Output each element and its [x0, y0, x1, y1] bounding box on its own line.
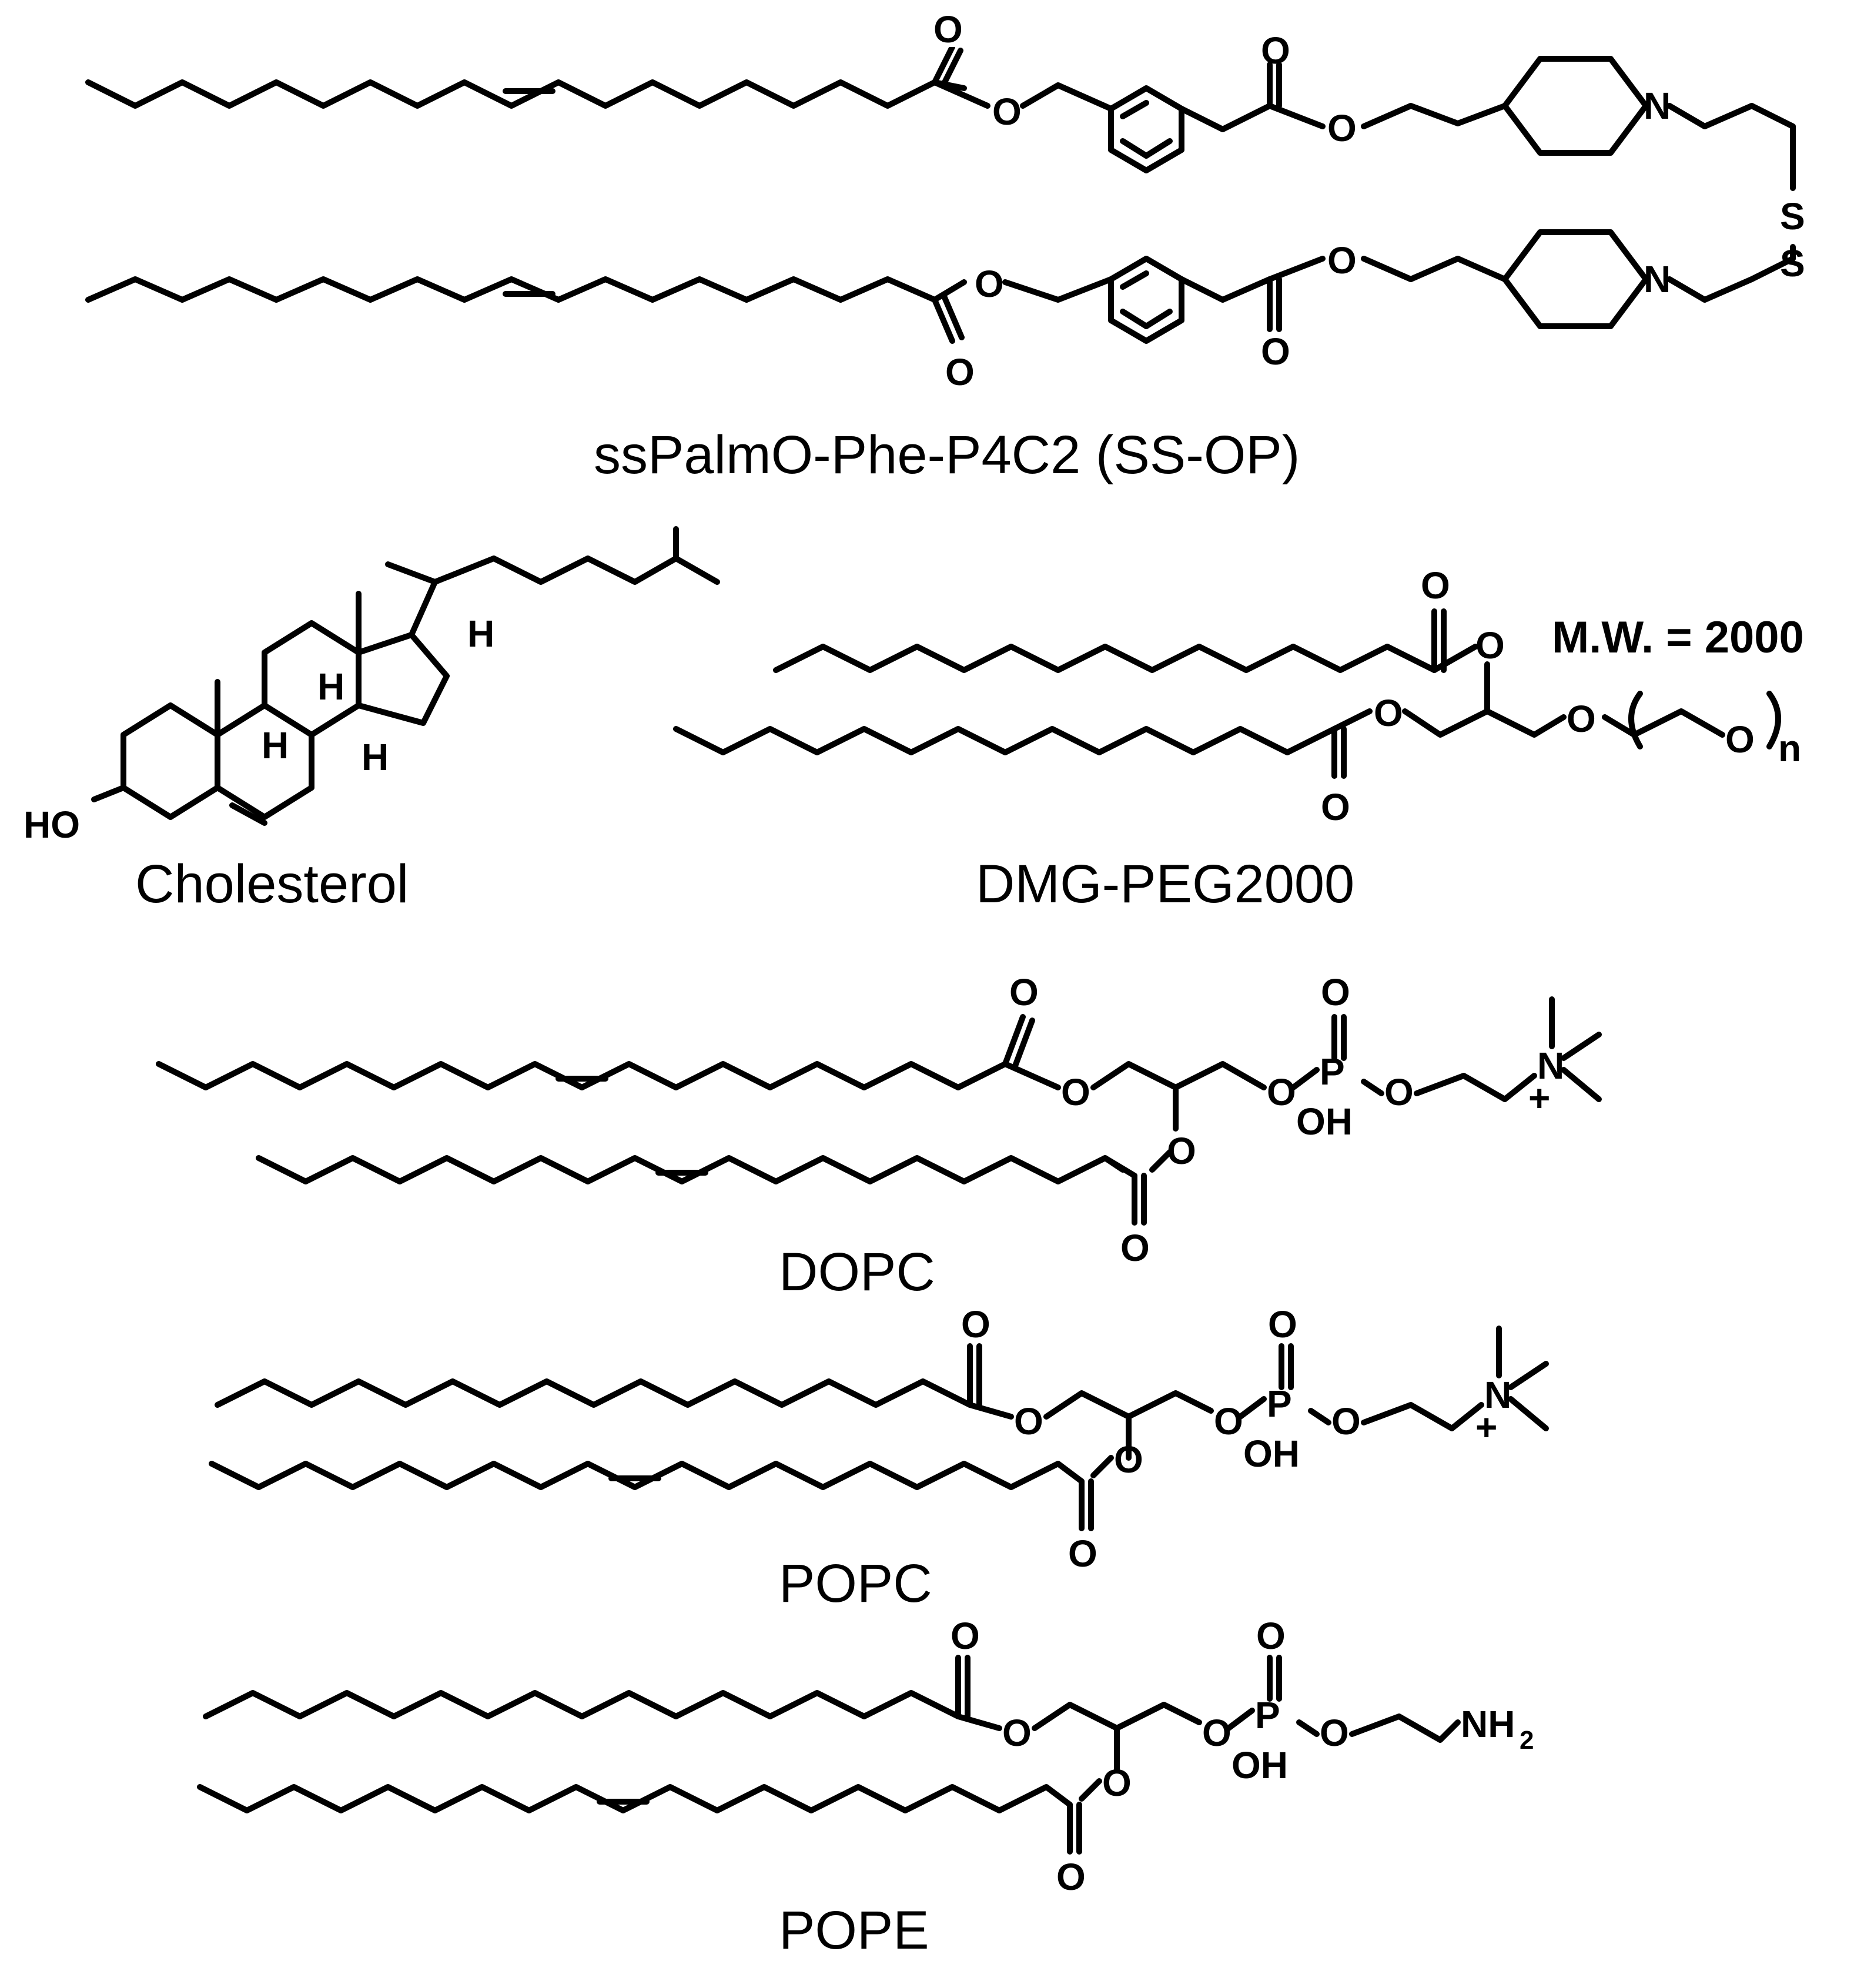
- popc-structure: O O O O O O P OH O N + POPC: [209, 1303, 1549, 1614]
- atom-o: O: [1331, 1400, 1361, 1443]
- atom-o: O: [933, 8, 963, 51]
- atom-o: O: [1267, 1071, 1296, 1113]
- atom-o: O: [1327, 107, 1357, 149]
- atom-o: O: [1202, 1712, 1231, 1754]
- atom-oh: OH: [1243, 1433, 1300, 1475]
- atom-h: H: [467, 613, 494, 655]
- atom-o: O: [1320, 1712, 1349, 1754]
- cholesterol-structure: HO H H H H Cholesterol: [24, 526, 720, 914]
- atom-charge: +: [1528, 1077, 1550, 1119]
- molecular-weight-note: M.W. = 2000: [1552, 613, 1804, 662]
- atom-o: O: [1321, 971, 1350, 1013]
- dmg-peg-caption: DMG-PEG2000: [976, 854, 1354, 914]
- atom-o: O: [1056, 1856, 1086, 1898]
- atom-nh: NH: [1461, 1703, 1515, 1745]
- ssop-caption: ssPalmO-Phe-P4C2 (SS-OP): [594, 425, 1300, 485]
- atom-o: O: [1261, 330, 1290, 373]
- atom-o: O: [1214, 1400, 1243, 1443]
- atom-o: O: [1014, 1400, 1043, 1443]
- atom-o: O: [1384, 1071, 1414, 1113]
- atom-o: O: [1268, 1303, 1297, 1346]
- atom-o: O: [1102, 1762, 1132, 1804]
- ssop-structure: O O O O N S S O O O O N ssPalmO-Phe-P4C2…: [85, 8, 1805, 485]
- pope-structure: O O O O O O P OH O NH 2 POPE: [197, 1615, 1534, 1960]
- cholesterol-caption: Cholesterol: [135, 854, 409, 914]
- atom-o: O: [1567, 698, 1596, 740]
- pope-caption: POPE: [779, 1900, 929, 1960]
- atom-p: P: [1255, 1694, 1280, 1736]
- atom-h: H: [262, 724, 289, 767]
- atom-n: N: [1537, 1045, 1564, 1087]
- atom-o: O: [992, 91, 1022, 133]
- atom-oh: OH: [1296, 1100, 1353, 1143]
- dmg-peg-structure: O O O O O O n M.W. = 2000 DMG-PEG2000: [673, 564, 1804, 914]
- atom-charge: +: [1475, 1406, 1497, 1448]
- popc-caption: POPC: [779, 1554, 932, 1614]
- atom-o: O: [1114, 1438, 1143, 1481]
- atom-o: O: [1167, 1130, 1196, 1172]
- atom-o: O: [961, 1303, 990, 1346]
- atom-o: O: [1321, 786, 1350, 828]
- atom-h: H: [317, 665, 344, 708]
- atom-o: O: [975, 263, 1004, 305]
- atom-o: O: [1475, 624, 1505, 667]
- atom-o: O: [1261, 29, 1290, 72]
- atom-h: H: [362, 736, 389, 778]
- atom-o: O: [1374, 692, 1403, 734]
- atom-o: O: [951, 1615, 980, 1657]
- atom-o: O: [1068, 1532, 1097, 1575]
- atom-o: O: [1725, 718, 1755, 761]
- dopc-caption: DOPC: [779, 1242, 935, 1302]
- subscript-2: 2: [1520, 1726, 1534, 1755]
- atom-o: O: [1120, 1227, 1150, 1269]
- atom-s: S: [1780, 195, 1805, 237]
- atom-n: N: [1644, 258, 1671, 300]
- atom-o: O: [1009, 971, 1039, 1013]
- atom-p: P: [1267, 1383, 1292, 1425]
- atom-oh: OH: [1231, 1744, 1288, 1786]
- atom-o: O: [1002, 1712, 1032, 1754]
- subscript-n: n: [1778, 727, 1801, 769]
- atom-n: N: [1484, 1374, 1511, 1416]
- atom-s: S: [1780, 242, 1805, 285]
- atom-o: O: [1327, 239, 1357, 282]
- atom-p: P: [1320, 1050, 1345, 1093]
- atom-o: O: [1061, 1071, 1090, 1113]
- atom-o: O: [1421, 564, 1450, 607]
- atom-ho: HO: [24, 804, 80, 846]
- atom-o: O: [945, 351, 975, 393]
- dopc-structure: O O O O O O P OH O N + DOPC: [156, 971, 1602, 1302]
- atom-n: N: [1644, 85, 1671, 127]
- atom-o: O: [1256, 1615, 1286, 1657]
